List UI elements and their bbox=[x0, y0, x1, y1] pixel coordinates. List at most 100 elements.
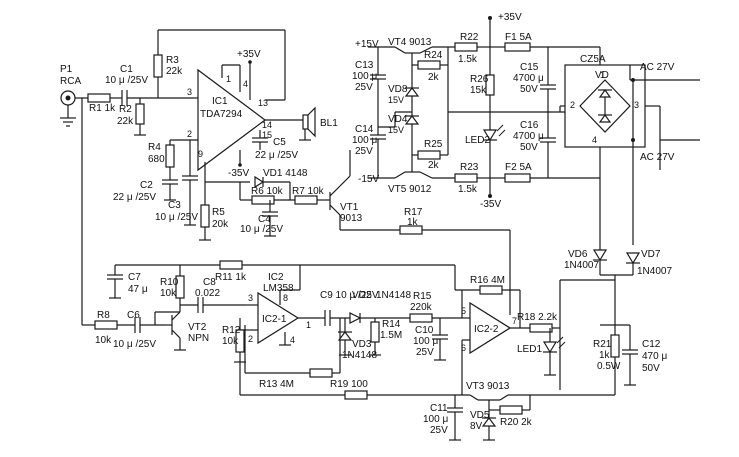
r5-value: 20k bbox=[212, 219, 229, 230]
diode-vd3 bbox=[337, 331, 353, 341]
resistor-r11 bbox=[219, 260, 243, 270]
transistor-vt1 bbox=[329, 185, 341, 216]
r12-value: 10k bbox=[222, 336, 239, 347]
resistor-r22 bbox=[454, 42, 478, 52]
bl1-label: BL1 bbox=[320, 118, 338, 129]
transistor-vt4 bbox=[394, 46, 433, 65]
r11-label: R11 1k bbox=[215, 272, 247, 283]
fuse-f2 bbox=[504, 173, 531, 183]
r2-label: R2 bbox=[119, 104, 132, 115]
r21-label: R21 bbox=[593, 339, 612, 350]
ic2-1-pin1: 1 bbox=[306, 320, 311, 330]
vd-part: CZ5A bbox=[580, 54, 606, 65]
resistor-r24 bbox=[417, 60, 441, 70]
r15-label: R15 bbox=[413, 291, 432, 302]
resistor-r21 bbox=[610, 334, 620, 358]
transistor-vt3 bbox=[469, 394, 509, 410]
vd6-part: 1N4007 bbox=[564, 260, 599, 271]
c12-value: 470 μ bbox=[642, 351, 667, 362]
vd5-label: VD5 bbox=[470, 410, 490, 421]
vd5-value: 8V bbox=[470, 421, 483, 432]
c14-value: 100 μ bbox=[352, 135, 377, 146]
resistor-r8 bbox=[94, 320, 118, 330]
diode-vd6 bbox=[592, 249, 608, 262]
led1 bbox=[542, 341, 558, 354]
ic2-1-opamp bbox=[257, 291, 300, 345]
ic2-1-pin4: 4 bbox=[290, 335, 295, 345]
ic2-2-pin7: 7 bbox=[512, 316, 517, 326]
c11-volt: 25V bbox=[430, 425, 448, 436]
resistor-r5 bbox=[200, 204, 210, 228]
c13-volt: 25V bbox=[355, 82, 373, 93]
r14-label: R14 bbox=[382, 319, 401, 330]
bridge-pin1: 1 bbox=[600, 70, 605, 80]
resistor-r15 bbox=[409, 313, 433, 323]
ic2-part: LM358 bbox=[263, 283, 294, 294]
resistor-r23 bbox=[454, 173, 478, 183]
c13-value: 100 μ bbox=[352, 71, 377, 82]
r19-label: R19 100 bbox=[330, 379, 368, 390]
c14-volt: 25V bbox=[355, 146, 373, 157]
vd4-value: 15V bbox=[388, 125, 404, 135]
zener-vd4 bbox=[404, 115, 420, 125]
r25-label: R25 bbox=[424, 139, 443, 150]
vd8-label: VD8 bbox=[388, 84, 408, 95]
r10-label: R10 bbox=[160, 277, 179, 288]
r26-value: 15k bbox=[470, 85, 487, 96]
r22-value: 1.5k bbox=[458, 54, 478, 65]
ic1-pin1: 1 bbox=[226, 74, 231, 84]
ic1-pin4: 4 bbox=[243, 79, 248, 89]
plus35v-top: +35V bbox=[498, 12, 522, 23]
r23-label: R23 bbox=[460, 162, 479, 173]
f1-label: F1 5A bbox=[505, 32, 532, 43]
resistor-r3 bbox=[153, 54, 163, 78]
diode-vd2 bbox=[349, 312, 362, 324]
c10-value: 100 μ bbox=[413, 336, 438, 347]
r4-label: R4 bbox=[148, 142, 161, 153]
r10-value: 10k bbox=[160, 288, 177, 299]
c16-label: C16 bbox=[520, 120, 539, 131]
r16-label: R16 4M bbox=[470, 275, 505, 286]
ic2-2-pin5: 5 bbox=[461, 306, 466, 316]
vd3-label: VD3 bbox=[352, 339, 372, 350]
bridge-pin3: 3 bbox=[634, 100, 639, 110]
resistor-r18 bbox=[529, 323, 553, 333]
c3-value: 10 μ /25V bbox=[155, 212, 198, 223]
c16-value: 4700 μ bbox=[513, 131, 544, 142]
c1-value: 10 μ /25V bbox=[105, 75, 148, 86]
resistor-r7 bbox=[294, 195, 318, 205]
c4-label: C4 bbox=[258, 214, 271, 225]
resistor-r6 bbox=[251, 195, 275, 205]
r8-value: 10k bbox=[95, 335, 112, 346]
r14-value: 1.5M bbox=[380, 330, 402, 341]
c1-label: C1 bbox=[120, 64, 133, 75]
minus15v-label: -15V bbox=[358, 174, 379, 185]
r8-label: R8 bbox=[97, 310, 110, 321]
ic2-1-pin8: 8 bbox=[283, 293, 288, 303]
c11-label: C11 bbox=[430, 403, 448, 414]
r13-label: R13 4M bbox=[259, 379, 294, 390]
bridge-pin2: 2 bbox=[570, 100, 575, 110]
zener-vd8 bbox=[404, 87, 420, 97]
c2-label: C2 bbox=[140, 180, 153, 191]
r25-value: 2k bbox=[428, 160, 440, 171]
ic1-label: IC1 bbox=[212, 96, 228, 107]
vd8-value: 15V bbox=[388, 95, 404, 105]
led1-label: LED1 bbox=[517, 344, 542, 355]
r3-value: 22k bbox=[166, 66, 183, 77]
bridge-pin4: 4 bbox=[592, 135, 597, 145]
c12-label: C12 bbox=[642, 339, 661, 350]
c13-label: C13 bbox=[355, 60, 374, 71]
c10-label: C10 bbox=[415, 325, 434, 336]
c3-label: C3 bbox=[168, 200, 181, 211]
led2-label: LED2 bbox=[465, 135, 490, 146]
r6-label: R6 10k bbox=[251, 186, 284, 197]
resistor-r16 bbox=[479, 285, 503, 295]
c8-value: 0.022 bbox=[195, 288, 220, 299]
vd7-part: 1N4007 bbox=[637, 266, 672, 277]
r4-value: 680 bbox=[148, 154, 165, 165]
c10-volt: 25V bbox=[416, 347, 434, 358]
r2-value: 22k bbox=[117, 116, 134, 127]
vd4-label: VD4 bbox=[388, 114, 408, 125]
